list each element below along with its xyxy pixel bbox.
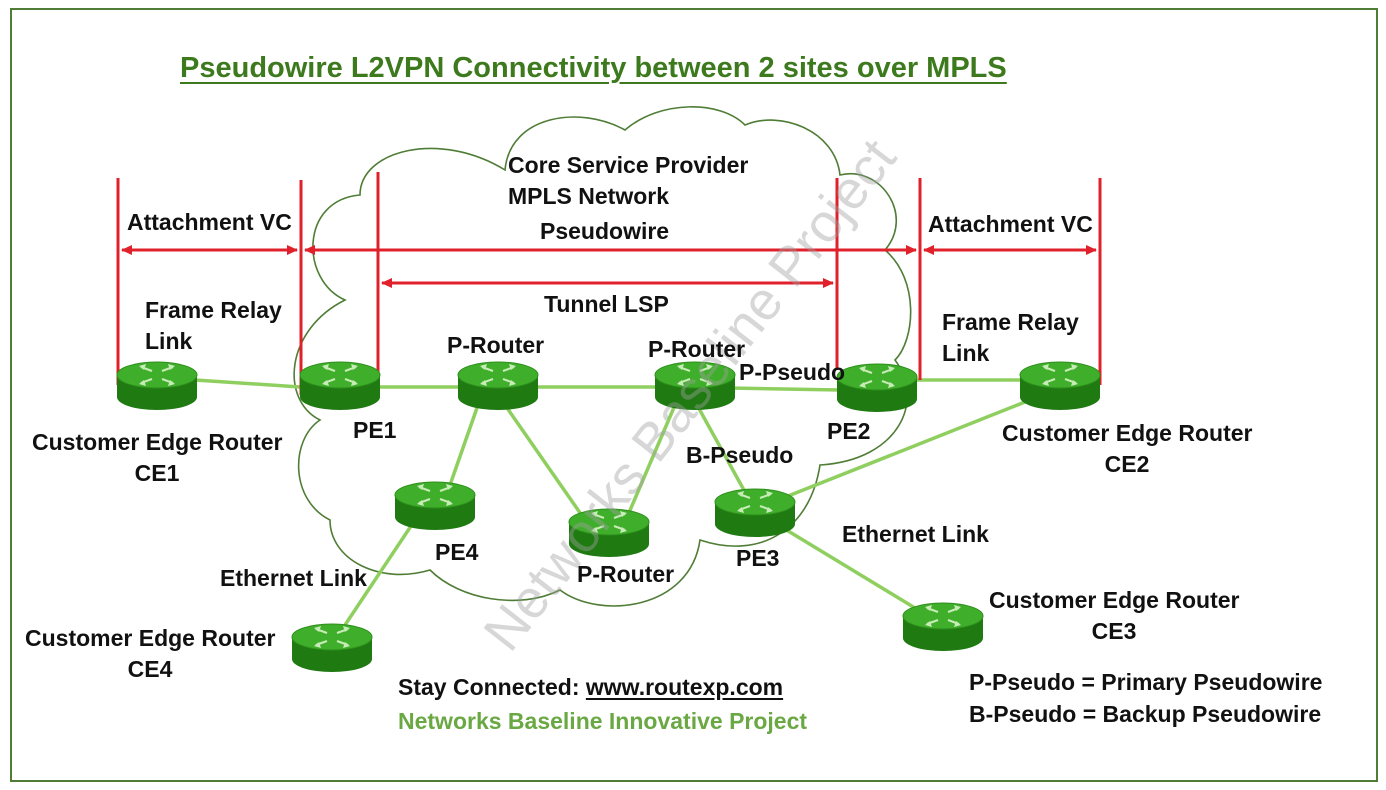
- link-pe3-ce2: [777, 398, 1031, 502]
- spans-group: [116, 172, 1102, 395]
- cloud-label: Core Service Provider MPLS Network: [508, 152, 749, 209]
- link-p2-p3: [626, 404, 677, 516]
- label-attachment-vc-left: Attachment VC: [127, 209, 292, 235]
- router-ce3: [902, 602, 984, 652]
- link-ce1-pe1: [194, 378, 301, 389]
- link-p2-pe3: [695, 404, 747, 493]
- border-frame: [10, 8, 1378, 782]
- label-pe1: PE1: [353, 417, 397, 443]
- label-ethernet-link-left: Ethernet Link: [220, 565, 367, 591]
- label-p-pseudo: P-Pseudo: [739, 359, 846, 385]
- label-pe4: PE4: [435, 539, 479, 565]
- router-ce4: [291, 623, 373, 673]
- label-tunnel-lsp: Tunnel LSP: [544, 291, 669, 317]
- legend-b-pseudo: B-Pseudo = Backup Pseudowire: [969, 701, 1322, 727]
- link-pe4-ce4: [343, 519, 417, 626]
- label-ce1: Customer Edge Router CE1: [32, 429, 283, 486]
- label-attachment-vc-right: Attachment VC: [928, 211, 1093, 237]
- label-frame-relay-right: Frame Relay Link: [942, 309, 1079, 366]
- diagram-title: Pseudowire L2VPN Connectivity between 2 …: [180, 52, 1007, 84]
- label-frame-relay-left: Frame Relay Link: [145, 297, 282, 354]
- label-pseudowire: Pseudowire: [540, 218, 670, 244]
- footer-stay-connected: Stay Connected: www.routexp.com: [398, 674, 784, 700]
- footer-url-link[interactable]: www.routexp.com: [585, 674, 784, 700]
- link-pe3-ce3: [769, 518, 916, 610]
- label-ethernet-link-right: Ethernet Link: [842, 521, 989, 547]
- link-p1-pe4: [448, 404, 480, 486]
- label-ce2: Customer Edge Router CE2: [1002, 420, 1253, 477]
- link-p2-pe2: [729, 386, 841, 392]
- label-ce4: Customer Edge Router CE4: [25, 625, 276, 682]
- label-pe2: PE2: [827, 418, 871, 444]
- label-pe3: PE3: [736, 545, 780, 571]
- label-ce3: Customer Edge Router CE3: [989, 587, 1240, 644]
- router-p1: [457, 361, 539, 411]
- label-p-router-1: P-Router: [447, 332, 545, 358]
- label-b-pseudo: B-Pseudo: [686, 442, 794, 468]
- router-pe1: [299, 361, 381, 411]
- router-ce1: [116, 361, 198, 411]
- label-p-router-3: P-Router: [577, 561, 675, 587]
- router-pe3: [714, 488, 796, 538]
- router-pe4: [394, 481, 476, 531]
- link-p1-p3: [503, 404, 587, 521]
- router-pe2: [836, 363, 918, 413]
- mpls-cloud: [293, 106, 912, 607]
- footer-project: Networks Baseline Innovative Project: [398, 708, 808, 734]
- legend-p-pseudo: P-Pseudo = Primary Pseudowire: [969, 669, 1323, 695]
- label-p-router-2: P-Router: [648, 336, 746, 362]
- links-group: [194, 378, 1031, 626]
- router-ce2: [1019, 361, 1101, 411]
